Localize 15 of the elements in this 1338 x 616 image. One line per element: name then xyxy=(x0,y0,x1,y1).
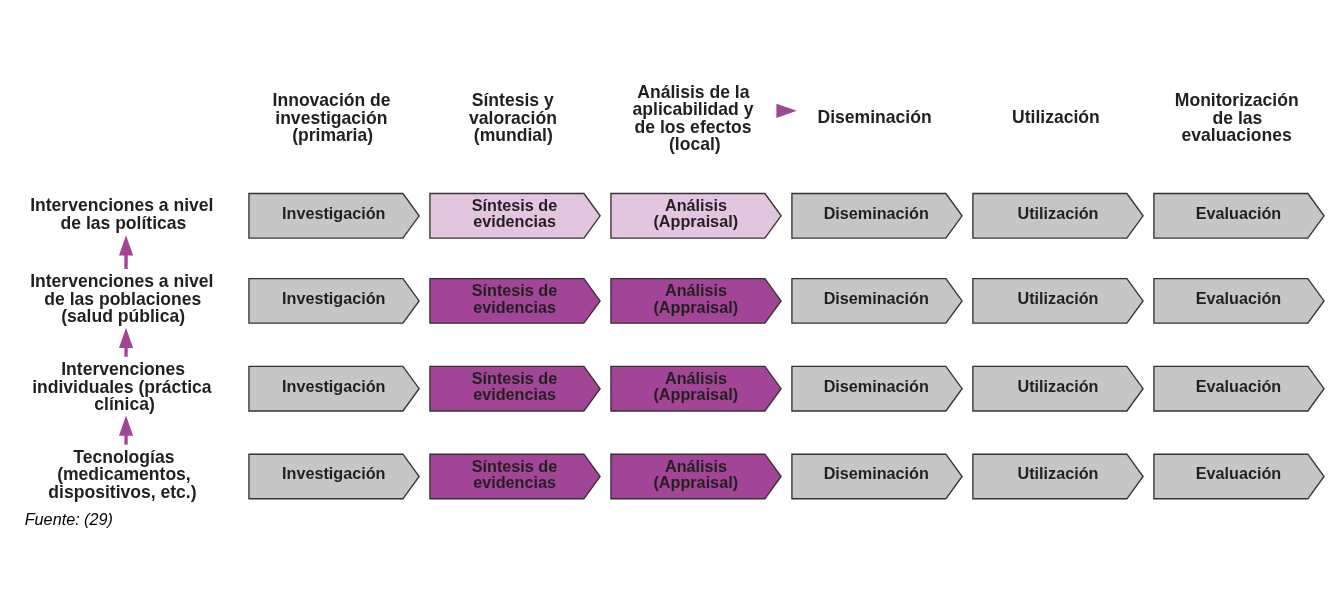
node-text: Intervenciones a nivel de las poblaciones (salud pública) xyxy=(30,271,214,327)
node-text: Tecnologías (medicamentos, dispositivos, etc.) xyxy=(48,446,197,502)
node-text: Innovación de investigación (primaria) xyxy=(272,90,391,146)
node-text: Síntesis y valoración (mundial) xyxy=(469,90,557,146)
node-text: Análisis de la aplicabilidad y de los efectos (local) xyxy=(632,81,754,155)
node-text: Utilización xyxy=(1012,107,1100,128)
arrow xyxy=(776,103,797,118)
caption: Fuente: (29) xyxy=(24,510,113,529)
arrow xyxy=(118,415,134,445)
node-text: Monitorización de las evaluaciones xyxy=(1174,90,1299,146)
node-text: Diseminación xyxy=(817,107,932,128)
arrow xyxy=(118,235,134,269)
node-text: Intervenciones a nivel de las políticas xyxy=(30,194,214,233)
node-text: Intervenciones individuales (práctica clínica) xyxy=(32,359,212,415)
arrow xyxy=(118,327,134,357)
